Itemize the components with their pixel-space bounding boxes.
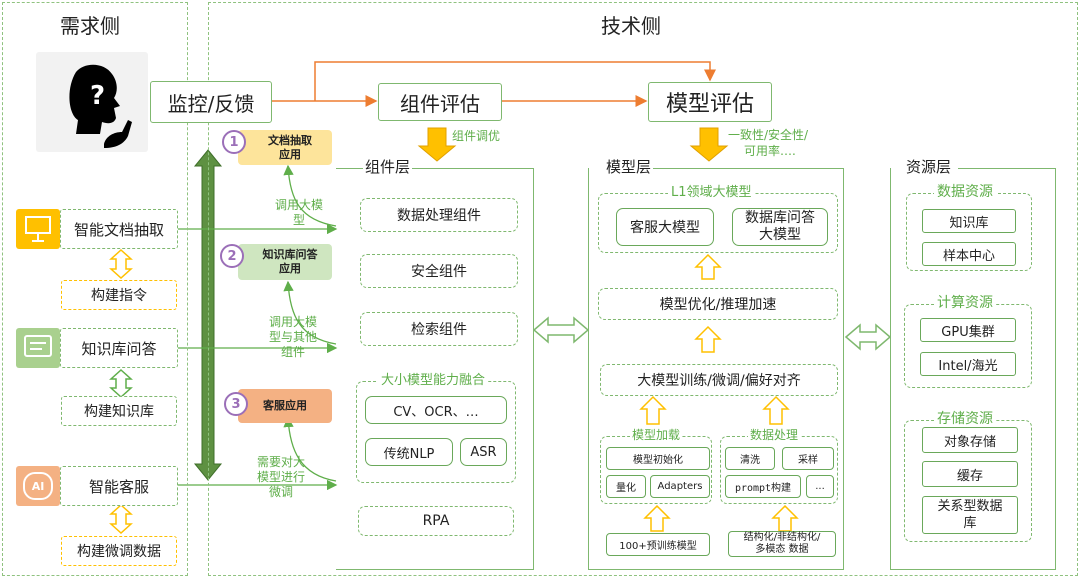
demand-kb-qa[interactable]: 知识库问答 — [60, 328, 178, 368]
monitor-feedback-box[interactable]: 监控/反馈 — [150, 81, 272, 123]
model-init[interactable]: 模型初始化 — [606, 447, 710, 470]
res-intel-hygon[interactable]: Intel/海光 — [920, 352, 1016, 376]
app-doc-extract[interactable]: 文档抽取应用 — [238, 130, 332, 165]
fusion-cv-ocr[interactable]: CV、OCR、… — [365, 396, 507, 424]
curve-to-app-cs — [283, 416, 337, 482]
edge-label-doc: 调用大模型 — [274, 198, 323, 227]
res-knowledge-base[interactable]: 知识库 — [922, 209, 1016, 233]
data-more[interactable]: ... — [806, 475, 834, 498]
demand-build-cmd[interactable]: 构建指令 — [61, 280, 177, 310]
curve-to-app-kb — [283, 280, 337, 345]
curve-to-app-doc — [283, 164, 337, 227]
component-tune-label: 组件调优 — [452, 129, 501, 143]
app-cs-number: 3 — [224, 392, 248, 416]
fusion-asr[interactable]: ASR — [460, 438, 507, 466]
data-resource-title: 数据资源 — [934, 181, 996, 201]
component-tune-arrow — [417, 127, 457, 162]
ai-icon: AI — [16, 466, 60, 506]
demand-doc-extract[interactable]: 智能文档抽取 — [60, 209, 178, 249]
demand-side-title: 需求侧 — [60, 14, 120, 38]
compute-resource-title: 计算资源 — [934, 292, 996, 312]
demand-customer-service[interactable]: 智能客服 — [60, 466, 178, 506]
model-layer-panel — [588, 168, 844, 570]
l1-db-qa-model[interactable]: 数据库问答大模型 — [732, 208, 828, 246]
thinking-person-icon: ? — [36, 52, 148, 152]
pretrained-models[interactable]: 100+预训练模型 — [606, 533, 710, 556]
res-cache[interactable]: 缓存 — [922, 461, 1018, 487]
fusion-traditional-nlp[interactable]: 传统NLP — [365, 438, 453, 466]
fusion-title: 大小模型能力融合 — [378, 369, 489, 388]
up-arrow-to-opt — [694, 325, 722, 353]
storage-resource-title: 存储资源 — [934, 408, 996, 428]
model-layer-panel-top — [652, 168, 844, 169]
model-train-finetune-align[interactable]: 大模型训练/微调/偏好对齐 — [600, 364, 838, 396]
component-eval-box[interactable]: 组件评估 — [378, 83, 502, 121]
presentation-icon — [16, 209, 60, 249]
app-customer-service[interactable]: 客服应用 — [238, 389, 332, 423]
component-retrieval[interactable]: 检索组件 — [360, 312, 518, 346]
double-arrow-cs — [109, 503, 133, 535]
model-opt-inference[interactable]: 模型优化/推理加速 — [598, 288, 838, 320]
component-security[interactable]: 安全组件 — [360, 254, 518, 288]
res-relational-db[interactable]: 关系型数据库 — [922, 496, 1018, 534]
res-object-storage[interactable]: 对象存储 — [922, 427, 1018, 453]
double-arrow-doc — [109, 248, 133, 280]
model-eval-note-1: 一致性/安全性/ — [728, 128, 809, 142]
model-eval-box[interactable]: 模型评估 — [648, 82, 772, 122]
component-layer-panel — [336, 168, 534, 570]
app-kb-qa[interactable]: 知识库问答应用 — [238, 244, 332, 280]
arrow-monitor-to-model-eval — [314, 61, 716, 101]
resource-layer-panel — [890, 168, 1056, 570]
chat-icon — [16, 328, 60, 368]
app-kb-number: 2 — [220, 244, 244, 268]
data-prompt-build[interactable]: prompt构建 — [725, 475, 801, 498]
data-clean[interactable]: 清洗 — [725, 447, 775, 470]
model-eval-note-2: 可用率…. — [744, 144, 796, 158]
resource-layer-panel-top — [958, 168, 1056, 169]
edge-label-cs: 需要对大模型进行微调 — [256, 455, 305, 499]
data-sources[interactable]: 结构化/非结构化/ 多模态 数据 — [728, 531, 836, 557]
component-rpa[interactable]: RPA — [358, 506, 514, 536]
model-adapters[interactable]: Adapters — [650, 475, 710, 498]
model-quant[interactable]: 量化 — [606, 475, 646, 498]
model-layer-title: 模型层 — [604, 156, 654, 177]
up-arrow-pretrained-to-load — [643, 504, 671, 532]
demand-build-kb[interactable]: 构建知识库 — [61, 396, 177, 426]
tech-side-title: 技术侧 — [601, 14, 661, 38]
component-layer-title: 组件层 — [363, 156, 413, 177]
res-gpu-cluster[interactable]: GPU集群 — [920, 318, 1016, 342]
resource-layer-title: 资源层 — [904, 156, 954, 177]
component-data-processing[interactable]: 数据处理组件 — [360, 198, 518, 232]
l1-customer-service-model[interactable]: 客服大模型 — [616, 208, 714, 246]
up-arrow-to-l1 — [694, 253, 722, 280]
demand-build-ft-data[interactable]: 构建微调数据 — [61, 536, 177, 566]
demand-side-panel — [2, 2, 188, 576]
res-sample-center[interactable]: 样本中心 — [922, 242, 1016, 266]
data-proc-title: 数据处理 — [748, 426, 801, 443]
model-eval-down-arrow — [689, 127, 729, 162]
svg-text:?: ? — [90, 81, 105, 111]
l1-title: L1领域大模型 — [668, 181, 755, 200]
tech-side-panel — [208, 2, 1078, 576]
up-arrow-load-to-train — [639, 395, 667, 425]
data-sample[interactable]: 采样 — [782, 447, 834, 470]
app-doc-number: 1 — [222, 130, 246, 154]
model-load-title: 模型加载 — [630, 426, 683, 443]
edge-label-kb: 调用大模型与其他组件 — [268, 315, 317, 359]
up-arrow-proc-to-train — [762, 395, 790, 425]
